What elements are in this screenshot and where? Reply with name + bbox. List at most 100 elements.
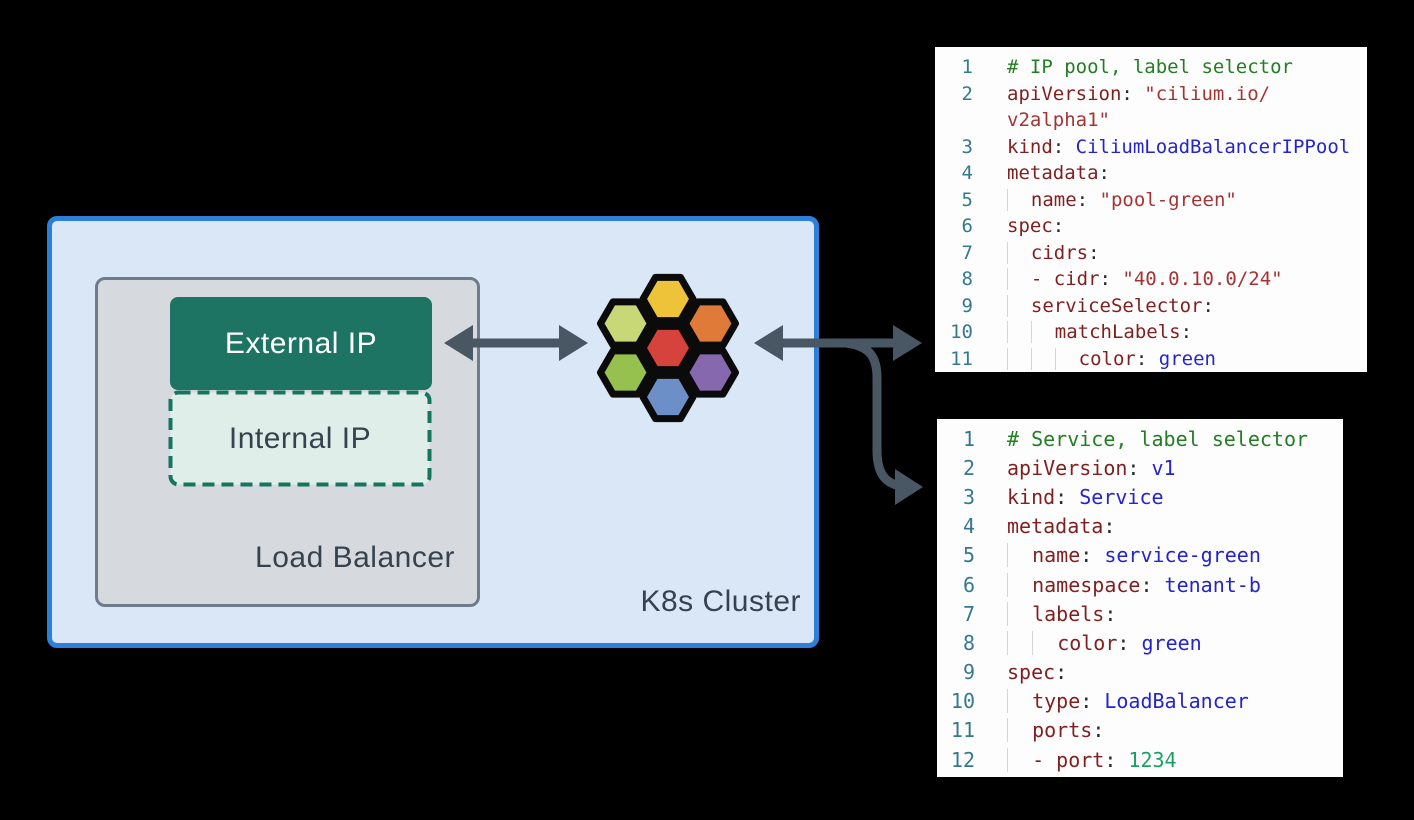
code-text: name: "pool-green" — [1007, 188, 1237, 211]
k8s-cluster-label: K8s Cluster — [640, 585, 801, 618]
code-line: 2 apiVersion: v1 — [937, 453, 1343, 482]
token-val: green — [1147, 347, 1216, 370]
code-text: type: LoadBalancer — [1007, 689, 1249, 714]
code-line: 10 matchLabels: — [935, 319, 1367, 346]
token-ind — [1007, 294, 1031, 317]
line-number: 2 — [961, 82, 973, 105]
line-number: 3 — [962, 484, 975, 509]
code-text: ports: — [1007, 718, 1104, 743]
token-ind — [1030, 347, 1055, 370]
token-ind — [1030, 321, 1055, 344]
hexagon-top-left — [597, 298, 654, 349]
token-val: Service — [1067, 484, 1164, 509]
token-key: matchLabels — [1054, 321, 1181, 344]
code-text: cidrs: — [1007, 241, 1100, 264]
token-punc: : — [1080, 543, 1093, 568]
code-line: 7 labels: — [937, 599, 1343, 628]
arrowhead-right-ip-pool — [893, 325, 922, 361]
code-text: # Service, label selector — [1007, 427, 1308, 451]
line-number: 5 — [962, 543, 975, 568]
code-line: 1 # IP pool, label selector — [935, 54, 1367, 81]
code-line: 2 apiVersion: "cilium.io/ — [935, 81, 1367, 108]
token-key: - port — [1032, 747, 1105, 772]
code-text: # IP pool, label selector — [1007, 56, 1293, 78]
line-number: 8 — [961, 268, 973, 291]
arrow-branch-to-service-yaml — [845, 338, 907, 492]
token-str: "cilium.io/ — [1132, 82, 1271, 105]
line-number: 9 — [961, 294, 973, 317]
code-line: 5 name: "pool-green" — [935, 187, 1367, 214]
hexagon-bottom — [639, 371, 697, 423]
token-key: cidrs — [1030, 241, 1089, 264]
token-key: ports — [1032, 718, 1093, 743]
code-text: spec: — [1007, 215, 1064, 237]
token-com: # IP pool, label selector — [1007, 56, 1293, 79]
token-punc: : — [1052, 215, 1065, 238]
code-line: 12 - port: 1234 — [937, 745, 1343, 774]
internal-ip-rect — [168, 390, 432, 487]
token-key: kind — [1007, 484, 1056, 509]
token-punc: : — [1055, 660, 1068, 685]
token-ind — [1007, 321, 1031, 344]
token-key: type — [1032, 689, 1081, 714]
token-key: spec — [1007, 660, 1056, 685]
token-ind — [1007, 747, 1033, 772]
token-key: kind — [1007, 135, 1053, 158]
code-text: v2alpha1" — [1007, 109, 1110, 131]
internal-ip-dashed-border — [168, 390, 432, 487]
external-ip-label: External IP — [224, 326, 378, 360]
token-key: serviceSelector — [1030, 294, 1203, 317]
line-number: 1 — [961, 56, 973, 79]
line-number: 2 — [962, 455, 975, 480]
code-text: name: service-green — [1007, 543, 1261, 568]
hexagon-top — [639, 273, 697, 325]
token-punc: : — [1121, 82, 1133, 105]
code-block-ip-pool: 1 # IP pool, label selector 2 apiVersion: "… — [935, 47, 1367, 372]
token-key: labels — [1032, 601, 1105, 626]
token-val: LoadBalancer — [1092, 689, 1249, 714]
internal-ip-label: Internal IP — [228, 421, 372, 455]
cilium-logo-icon — [597, 273, 739, 423]
token-val: tenant-b — [1152, 572, 1261, 597]
code-text: apiVersion: "cilium.io/ — [1007, 83, 1270, 105]
token-punc: : — [1202, 294, 1214, 317]
token-val: CiliumLoadBalancerIPPool — [1064, 135, 1351, 158]
token-punc: : — [1104, 747, 1117, 772]
token-punc: : — [1135, 347, 1148, 370]
line-number: 7 — [962, 601, 975, 626]
line-number: 12 — [950, 747, 975, 772]
code-text: - port: 1234 — [1007, 747, 1177, 772]
code-line: 6 namespace: tenant-b — [937, 570, 1343, 599]
token-ind — [1007, 543, 1033, 568]
line-number: 5 — [961, 188, 973, 211]
code-line: 11 ports: — [937, 716, 1343, 745]
token-punc: : — [1103, 514, 1116, 539]
token-num: 1234 — [1116, 747, 1177, 772]
code-text: apiVersion: v1 — [1007, 456, 1176, 480]
code-text: labels: — [1007, 601, 1116, 626]
token-punc: : — [1052, 135, 1065, 158]
code-line: 8 - cidr: "40.0.10.0/24" — [935, 266, 1367, 293]
code-text: matchLabels: — [1007, 321, 1192, 344]
token-com: # Service, label selector — [1007, 426, 1309, 451]
token-ind — [1007, 572, 1033, 597]
token-key: metadata — [1007, 162, 1099, 185]
code-line: 10 type: LoadBalancer — [937, 687, 1343, 716]
token-punc: : — [1098, 162, 1110, 185]
token-key: apiVersion — [1007, 455, 1128, 480]
code-line: 11 color: green — [935, 346, 1367, 373]
token-str: "40.0.10.0/24" — [1110, 268, 1283, 291]
token-punc: : — [1117, 630, 1130, 655]
code-text: kind: CiliumLoadBalancerIPPool — [1007, 136, 1350, 158]
token-key: color — [1078, 347, 1136, 370]
line-number: 3 — [961, 135, 973, 158]
token-punc: : — [1140, 572, 1153, 597]
code-text: - cidr: "40.0.10.0/24" — [1007, 268, 1283, 291]
token-key: apiVersion — [1007, 82, 1122, 105]
code-line: 7 cidrs: — [935, 240, 1367, 267]
